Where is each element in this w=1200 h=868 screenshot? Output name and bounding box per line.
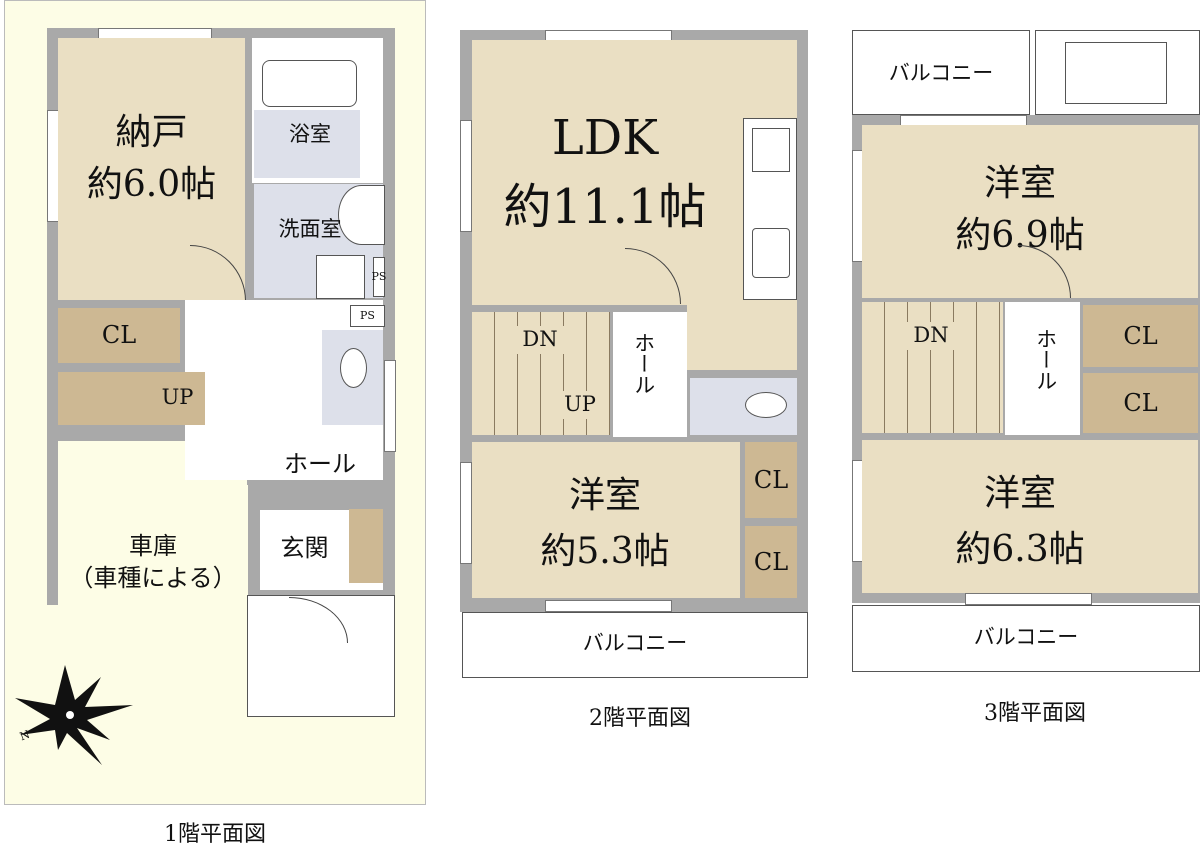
closet [1083,373,1198,433]
storage-room-size: 約6.0帖 [86,164,217,206]
balcony [462,612,808,678]
closet-label: CL [101,321,137,350]
bathroom [254,110,360,178]
balcony-label: バルコニー [582,631,688,656]
floor3-caption: 3階平面図 [984,700,1086,726]
toilet-icon [745,392,787,418]
ldk-size: 約11.1帖 [503,179,707,236]
hall-label: ホール [284,449,356,478]
ps-label: PS [350,305,385,327]
stairs-up-label: UP [161,385,194,410]
storage-room-name: 納戸 [115,112,188,154]
closet [745,526,797,598]
shoe-cabinet [349,509,383,583]
sink-icon [752,228,790,278]
wash-basin [338,185,385,245]
window [545,600,672,612]
balcony [852,605,1200,672]
closet [1083,305,1198,367]
ldk-label: LDK [551,110,659,167]
window [965,593,1092,605]
closet-label: CL [753,547,789,576]
ps-label: PS [372,257,386,297]
stairs [58,372,205,425]
balcony-top [852,30,1030,115]
ldk-room-extension [687,300,797,370]
bathtub [262,60,357,107]
stairs-up-label: UP [555,391,605,419]
garage-note: （車種による） [69,563,237,592]
hall-label: ホール [1033,328,1058,391]
washing-machine-pan [316,255,365,299]
washroom-label: 洗面室 [278,217,342,242]
floor2-caption: 2階平面図 [589,705,691,731]
western-room-2-size: 約6.3帖 [955,529,1085,571]
compass-icon [15,665,133,765]
floor1-caption: 1階平面図 [164,821,266,847]
stove-icon [752,128,790,172]
western-room [472,442,740,598]
window [384,360,396,452]
garage-diagonal-wall [47,430,258,485]
western-room-size: 約5.3帖 [540,531,670,573]
bathroom-label: 浴室 [289,122,331,147]
closet-label: CL [1123,321,1158,350]
window [460,462,472,564]
closet-label: CL [753,465,789,494]
western-room-2-name: 洋室 [983,473,1056,515]
hall-label: ホール [631,331,656,395]
stairs-down-label: DN [510,326,570,354]
window [460,120,472,232]
western-room-1-name: 洋室 [983,163,1056,205]
stairs-down-label: DN [900,322,962,350]
entrance-label: 玄関 [280,533,329,562]
garage-left-wall [47,430,58,605]
closet [58,308,180,363]
western-room-2 [862,440,1198,593]
garage-label: 車庫 [129,531,177,560]
closet [745,442,797,518]
toilet-icon [340,348,367,388]
western-room-name: 洋室 [568,475,641,517]
hall-area [1005,302,1080,435]
balcony-top-label: バルコニー [888,61,994,86]
skylight [1065,42,1167,104]
balcony-label: バルコニー [973,625,1079,650]
hall-area [613,312,687,437]
closet-label: CL [1123,388,1158,417]
